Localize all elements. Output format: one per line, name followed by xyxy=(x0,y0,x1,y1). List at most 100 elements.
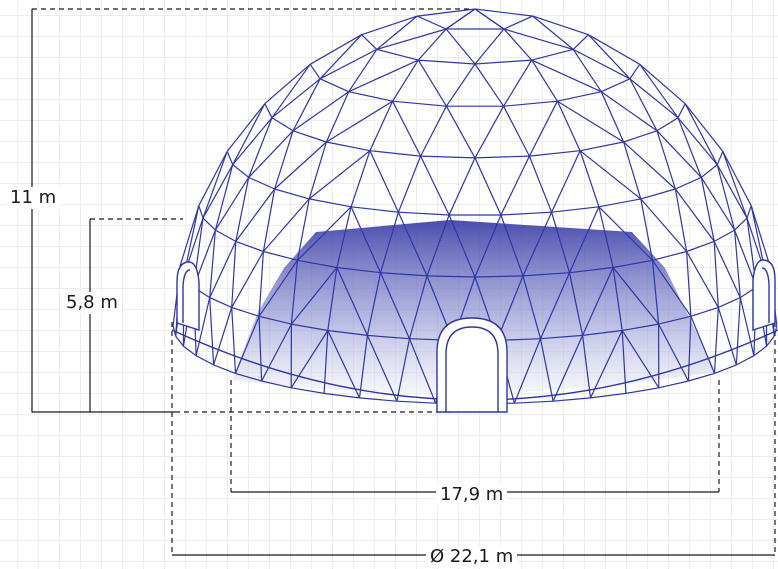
frame-strut xyxy=(474,59,532,65)
frame-strut xyxy=(623,141,642,200)
frame-strut xyxy=(658,323,689,382)
frame-strut xyxy=(474,275,524,278)
frame-strut xyxy=(248,117,273,178)
frame-strut xyxy=(426,275,476,278)
frame-strut xyxy=(274,188,310,200)
frame-strut xyxy=(739,297,755,356)
frame-strut xyxy=(291,323,328,332)
frame-strut xyxy=(503,28,533,61)
frame-strut xyxy=(579,150,600,207)
frame-strut xyxy=(503,100,558,107)
frame-strut xyxy=(522,272,570,277)
frame-strut xyxy=(235,372,262,382)
frame-strut xyxy=(397,211,428,277)
side-entrance-right xyxy=(752,259,776,331)
frame-strut xyxy=(369,100,394,151)
frame-strut xyxy=(420,155,450,216)
frame-strut xyxy=(408,275,428,339)
frame-strut xyxy=(551,212,571,273)
frame-strut xyxy=(258,251,264,317)
frame-strut xyxy=(528,155,553,213)
frame-strut xyxy=(258,315,292,325)
frame-strut xyxy=(262,198,310,252)
frame-strut xyxy=(557,100,624,143)
frame-strut xyxy=(426,214,450,277)
frame-strut xyxy=(532,15,589,36)
frame-strut xyxy=(684,103,724,152)
frame-strut xyxy=(500,214,524,277)
frame-strut xyxy=(629,63,641,80)
frame-strut xyxy=(319,48,378,80)
frame-strut xyxy=(350,150,371,207)
frame-strut xyxy=(448,157,476,216)
frame-strut xyxy=(336,267,368,336)
frame-strut xyxy=(271,63,311,119)
frame-strut xyxy=(195,297,211,356)
frame-strut xyxy=(557,91,602,102)
frame-strut xyxy=(376,48,419,61)
frame-strut xyxy=(503,59,533,107)
frame-strut xyxy=(652,250,687,261)
frame-strut xyxy=(700,164,718,178)
frame-strut xyxy=(640,198,654,261)
frame-strut xyxy=(319,34,363,80)
frame-strut xyxy=(474,63,505,107)
frame-strut xyxy=(579,141,624,152)
frame-strut xyxy=(213,364,236,374)
frame-strut xyxy=(686,251,692,317)
frame-strut xyxy=(713,241,741,298)
frame-strut xyxy=(753,345,767,357)
frame-strut xyxy=(350,206,382,273)
frame-strut xyxy=(675,176,702,190)
frame-strut xyxy=(416,15,447,30)
height-bracket xyxy=(31,9,175,413)
frame-strut xyxy=(684,103,718,165)
frame-strut xyxy=(392,100,422,157)
frame-strut xyxy=(325,91,350,143)
frame-strut xyxy=(291,387,325,394)
frame-strut xyxy=(359,397,397,402)
frame-strut xyxy=(623,141,676,190)
frame-strut xyxy=(324,392,360,399)
frame-strut xyxy=(588,34,641,65)
frame-strut xyxy=(658,380,689,389)
frame-strut xyxy=(379,212,399,273)
frame-strut xyxy=(271,78,321,119)
frame-strut xyxy=(572,34,589,50)
frame-strut xyxy=(420,155,476,159)
frame-strut xyxy=(366,335,398,402)
entrance-arch-icon xyxy=(436,317,508,413)
frame-strut xyxy=(474,28,505,65)
frame-strut xyxy=(552,335,584,402)
frame-strut xyxy=(687,316,692,382)
frame-strut xyxy=(226,103,266,152)
frame-strut xyxy=(264,103,273,118)
frame-strut xyxy=(445,8,476,30)
frame-strut xyxy=(722,151,752,206)
frame-strut xyxy=(735,297,741,365)
frame-strut xyxy=(656,130,676,190)
frame-strut xyxy=(420,105,447,157)
frame-strut xyxy=(297,206,352,261)
frame-strut xyxy=(640,198,688,252)
frame-strut xyxy=(713,307,719,374)
frame-strut xyxy=(274,130,294,190)
frame-strut xyxy=(639,63,686,105)
frame-strut xyxy=(522,275,542,339)
frame-strut xyxy=(231,306,260,317)
frame-strut xyxy=(656,117,679,132)
frame-strut xyxy=(418,59,476,65)
frame-strut xyxy=(717,307,737,366)
frame-strut xyxy=(514,400,554,404)
frame-strut xyxy=(326,100,393,143)
frame-strut xyxy=(598,206,614,268)
frame-strut xyxy=(651,260,660,325)
frame-strut xyxy=(202,164,234,219)
frame-strut xyxy=(336,266,381,274)
frame-strut xyxy=(474,8,533,17)
frame-strut xyxy=(361,34,378,50)
frame-strut xyxy=(327,330,361,399)
frame-strut xyxy=(528,100,558,157)
frame-strut xyxy=(232,103,266,165)
frame-strut xyxy=(408,338,437,404)
